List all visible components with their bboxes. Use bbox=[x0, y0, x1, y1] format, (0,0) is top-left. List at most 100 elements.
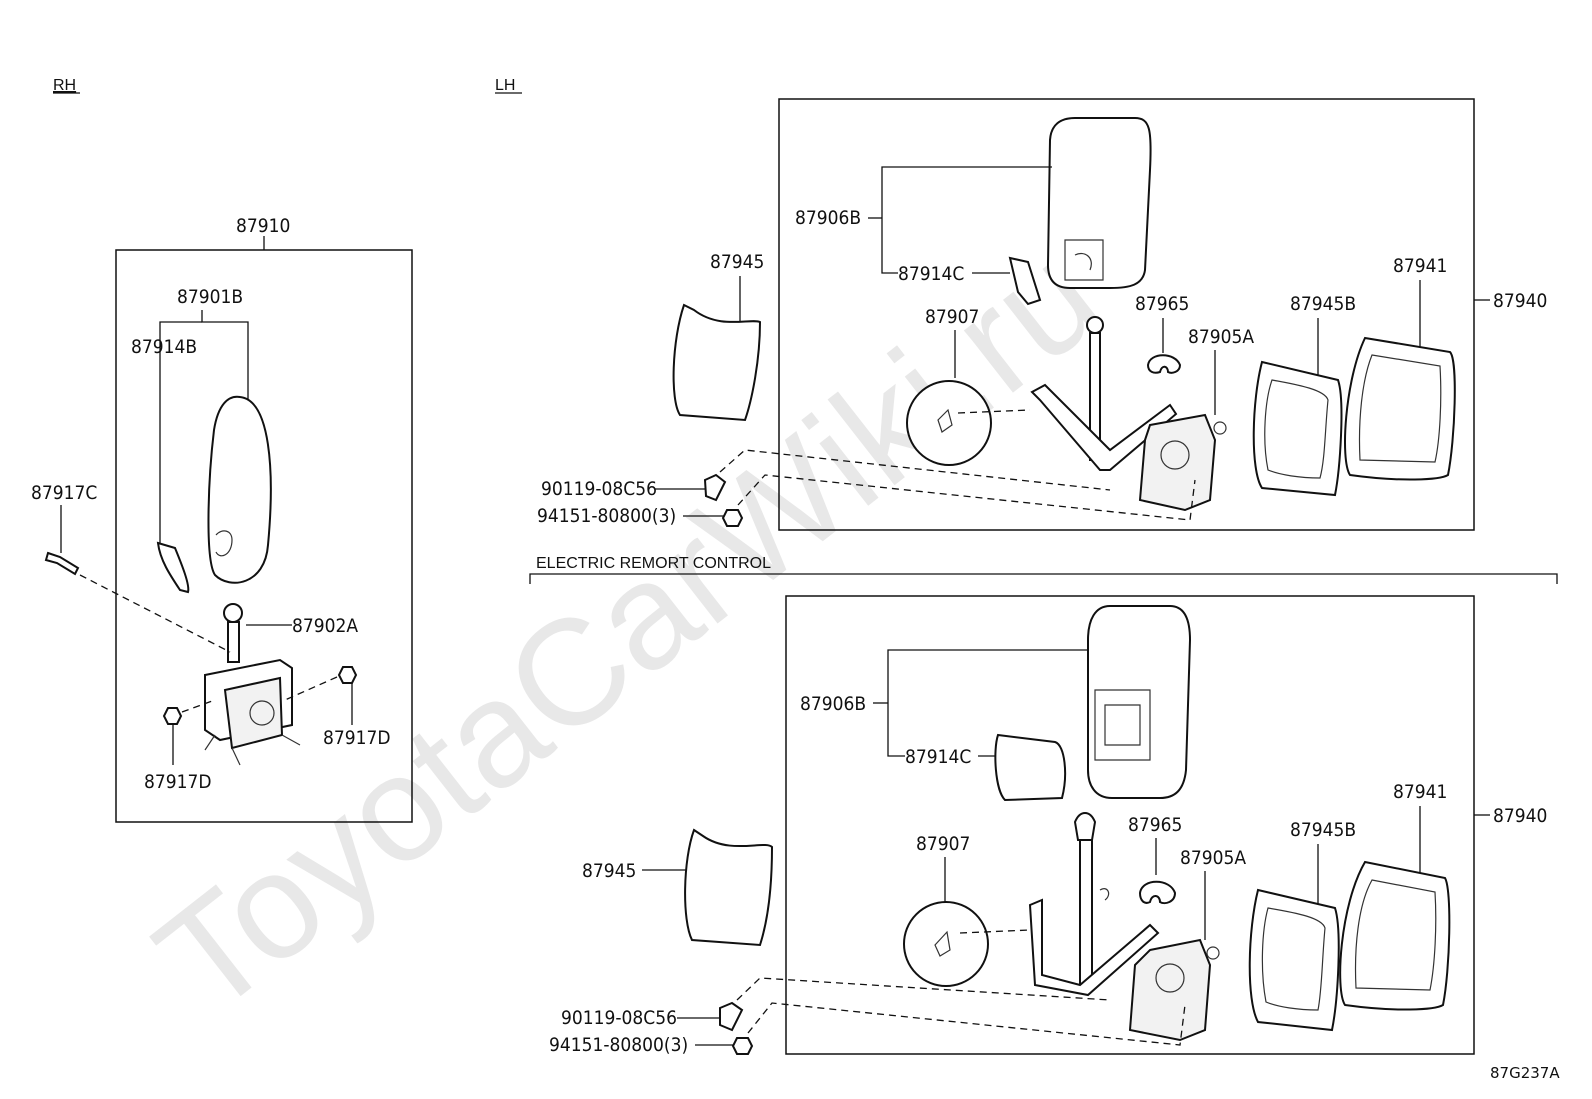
label-90119-bottom: 90119-08C56 bbox=[561, 1007, 677, 1029]
section-electric-remote: ELECTRIC REMORT CONTROL bbox=[536, 555, 771, 572]
lh-top-mirror bbox=[1046, 117, 1152, 289]
lh-top-nut-dash bbox=[737, 474, 1196, 521]
label-87907-bottom: 87907 bbox=[916, 833, 970, 855]
rh-group: 87910 87901B 87914B 87902A 87917C 87917D bbox=[31, 215, 413, 823]
lh-top-screw bbox=[703, 473, 727, 502]
label-87965-bottom: 87965 bbox=[1128, 814, 1182, 836]
lh-bottom-bracket-eye bbox=[1206, 946, 1220, 960]
lh-top-mirror-back bbox=[1064, 239, 1104, 281]
lh-top-clip bbox=[1146, 354, 1182, 374]
lh-bottom-group: 87940 87906B 87914C 87907 87965 87905A 8 bbox=[549, 595, 1547, 1056]
label-87914C-top: 87914C bbox=[898, 263, 964, 285]
lh-bottom-nut-dash bbox=[747, 1002, 1186, 1046]
label-87945-top: 87945 bbox=[710, 251, 764, 273]
lh-bottom-arm-bar bbox=[1028, 898, 1160, 997]
lh-top-assembly-box bbox=[778, 98, 1475, 531]
lh-bottom-screw-dash bbox=[736, 977, 1111, 1001]
label-87917D-left: 87917D bbox=[144, 771, 212, 793]
label-87910: 87910 bbox=[236, 215, 290, 237]
label-94151-top: 94151-80800(3) bbox=[537, 505, 676, 527]
lh-top-arm-bar bbox=[1030, 383, 1178, 471]
rh-motor-gear bbox=[249, 700, 275, 726]
lh-top-base-inner bbox=[1358, 354, 1442, 463]
lh-bottom-round-mirror bbox=[903, 901, 989, 987]
lh-top-round-clip bbox=[937, 408, 953, 433]
lh-bottom-bracket bbox=[1128, 938, 1212, 1042]
label-87945B-bottom: 87945B bbox=[1290, 819, 1356, 841]
lh-top-base bbox=[1344, 336, 1456, 481]
rh-mirror-glass bbox=[207, 395, 272, 584]
section-rh: RH bbox=[53, 77, 76, 94]
lh-bottom-base-inner bbox=[1354, 879, 1437, 991]
lh-bottom-mirror-motor bbox=[1094, 689, 1151, 761]
label-87917C: 87917C bbox=[31, 482, 97, 504]
rh-nut-left bbox=[162, 707, 183, 725]
lh-top-round-mirror bbox=[906, 380, 992, 466]
lh-top-nut bbox=[721, 509, 744, 527]
label-87905A-bottom: 87905A bbox=[1180, 847, 1246, 869]
leader-87914B bbox=[159, 321, 202, 545]
lh-top-arm-ball bbox=[1086, 316, 1104, 334]
lh-top-small-cover bbox=[1008, 256, 1042, 306]
lh-bottom-screw bbox=[719, 1001, 744, 1032]
lh-bottom-nut bbox=[731, 1037, 754, 1055]
label-87901B: 87901B bbox=[177, 286, 243, 308]
label-94151-bottom: 94151-80800(3) bbox=[549, 1034, 688, 1056]
section-lh: LH bbox=[495, 77, 515, 94]
lh-bottom-bracket-motor bbox=[1155, 963, 1185, 993]
lh-top-gasket bbox=[1252, 360, 1343, 497]
label-87941-top: 87941 bbox=[1393, 255, 1447, 277]
lh-bottom-round-clip bbox=[934, 930, 951, 957]
lh-top-gasket-inner bbox=[1264, 379, 1329, 479]
lh-bottom-base bbox=[1339, 860, 1451, 1011]
lh-bottom-arm-post bbox=[1079, 839, 1093, 986]
rh-actuator-legs bbox=[204, 734, 301, 766]
lh-top-group: 87940 87906B 87914C 87907 87965 87905A 8… bbox=[537, 98, 1547, 531]
lh-bottom-arm-clip bbox=[1099, 888, 1110, 901]
label-87965-top: 87965 bbox=[1135, 293, 1189, 315]
label-87914B: 87914B bbox=[131, 336, 197, 358]
leader-87906B-bottom bbox=[887, 649, 1088, 757]
lh-bottom-outer-cover bbox=[684, 828, 774, 947]
label-87945B-top: 87945B bbox=[1290, 293, 1356, 315]
label-87906B-bottom: 87906B bbox=[800, 693, 866, 715]
electric-bracket-line bbox=[529, 573, 1558, 584]
rh-small-cover bbox=[156, 541, 190, 594]
lh-top-bracket-eye bbox=[1213, 421, 1227, 435]
label-87902A: 87902A bbox=[292, 615, 358, 637]
label-87917D-right: 87917D bbox=[323, 727, 391, 749]
label-87905A-top: 87905A bbox=[1188, 326, 1254, 348]
lh-bottom-mirror bbox=[1087, 605, 1192, 799]
label-90119-top: 90119-08C56 bbox=[541, 478, 657, 500]
lh-bottom-clip bbox=[1138, 880, 1177, 905]
leader-87906B-top bbox=[881, 166, 1052, 274]
rh-nut-right-dash bbox=[284, 676, 338, 701]
lh-bottom-gasket-inner bbox=[1261, 907, 1326, 1011]
label-87906B-top: 87906B bbox=[795, 207, 861, 229]
label-87940-top: 87940 bbox=[1493, 290, 1547, 312]
lh-top-screw-dash bbox=[719, 449, 1111, 491]
label-87941-bottom: 87941 bbox=[1393, 781, 1447, 803]
lh-bottom-small-cover bbox=[994, 733, 1067, 802]
rh-bolt-87917C bbox=[44, 551, 80, 576]
lh-bottom-gasket bbox=[1248, 888, 1340, 1032]
rh-stem bbox=[227, 621, 240, 663]
lh-top-outer-cover bbox=[672, 303, 762, 422]
rh-nut-right bbox=[337, 666, 358, 684]
lh-top-bracket-motor bbox=[1160, 440, 1190, 470]
lh-top-bracket bbox=[1138, 413, 1217, 512]
rh-mirror-clip bbox=[215, 530, 233, 557]
leader-87901B bbox=[201, 310, 249, 400]
label-87914C-bottom: 87914C bbox=[905, 746, 971, 768]
lh-bottom-arm-head bbox=[1073, 812, 1097, 841]
diagram-code: 87G237A bbox=[1490, 1064, 1560, 1082]
lh-bottom-assembly-box bbox=[785, 595, 1475, 1055]
rh-nut-left-dash bbox=[181, 699, 216, 713]
rh-bolt-dash bbox=[79, 574, 231, 653]
label-87945-bottom: 87945 bbox=[582, 860, 636, 882]
rh-pivot-ball bbox=[223, 603, 243, 623]
label-87940-bottom: 87940 bbox=[1493, 805, 1547, 827]
lh-top-round-dash bbox=[957, 409, 1031, 414]
label-87907-top: 87907 bbox=[925, 306, 979, 328]
